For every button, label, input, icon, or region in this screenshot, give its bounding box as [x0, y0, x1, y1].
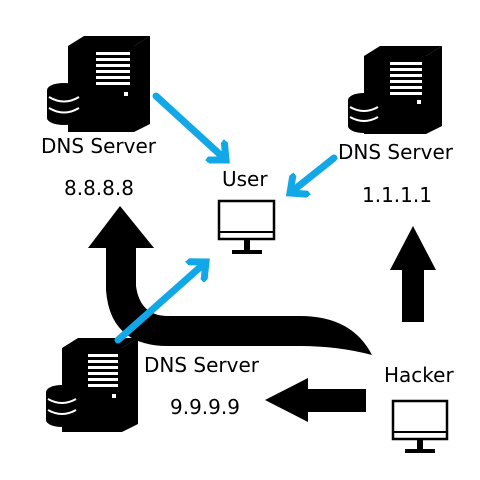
hacker-left-arrow: [265, 378, 366, 422]
server-ip-google: 8.8.8.8: [64, 176, 134, 200]
server-label-quad9: DNS Server: [144, 353, 259, 377]
database-icon-cloudflare: [348, 93, 380, 133]
user-label: User: [222, 167, 268, 191]
monitor-icon-user: [217, 199, 276, 254]
monitor-icon-hacker: [391, 399, 449, 453]
response-arrow-cloudflare: [290, 154, 338, 193]
hacker-label: Hacker: [384, 363, 454, 387]
server-ip-cloudflare: 1.1.1.1: [362, 183, 432, 207]
database-icon-quad9: [46, 385, 78, 427]
server-label-cloudflare: DNS Server: [338, 140, 453, 164]
response-arrow-google: [152, 92, 226, 160]
hacker-spoof-curve-arrow: [88, 206, 372, 355]
hacker-up-arrow: [390, 226, 436, 322]
response-arrow-quad9: [114, 262, 206, 344]
server-ip-quad9: 9.9.9.9: [170, 395, 240, 419]
database-icon-google: [47, 83, 81, 125]
server-label-google: DNS Server: [41, 134, 156, 158]
